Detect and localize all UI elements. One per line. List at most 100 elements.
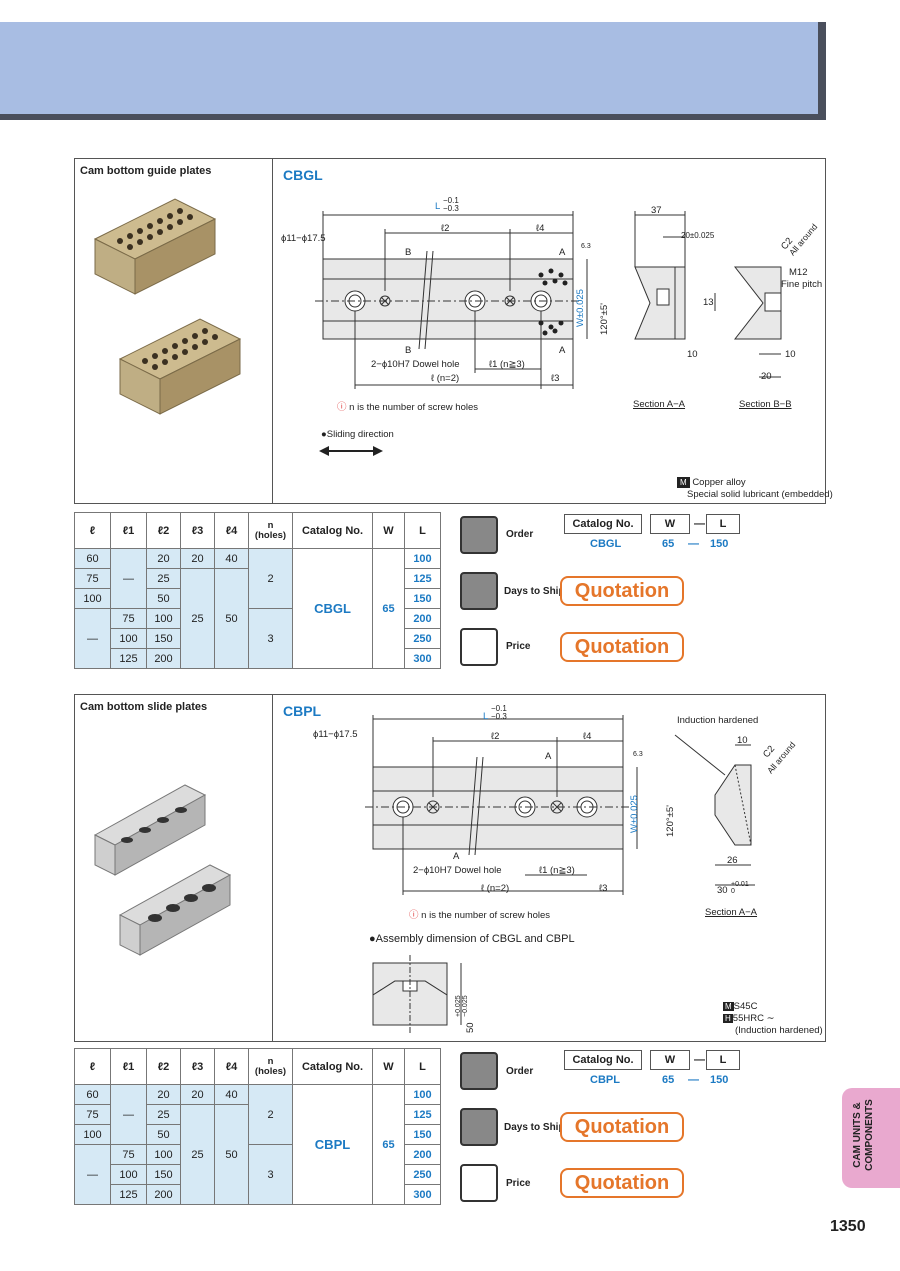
slide-w-value: 65 <box>372 1084 405 1205</box>
days-quotation[interactable]: Quotation <box>560 1112 684 1142</box>
price-icon <box>460 628 498 666</box>
th-l3: ℓ3 <box>180 1048 215 1085</box>
table-cell: 250 <box>404 1164 441 1185</box>
table-row: 60 — 20 20 40 2 CBPL 65 100 <box>74 1084 441 1205</box>
table-cell: 50 <box>146 588 181 609</box>
slide-photo-panel: Cam bottom slide plates <box>75 695 273 1041</box>
table-cell: 60 <box>74 1084 111 1105</box>
guide-w-value: 65 <box>372 548 405 669</box>
slide-l1: ℓ1 (n≧3) <box>539 865 575 876</box>
table-cell: 150 <box>146 628 181 649</box>
th-catalog: Catalog No. <box>292 512 373 549</box>
guide-dim20: 20±0.025 <box>681 231 715 240</box>
guide-A-top: A <box>559 247 566 258</box>
order-l-val: 150 <box>710 1074 729 1086</box>
th-l2: ℓ2 <box>146 512 181 549</box>
price-icon <box>460 1164 498 1202</box>
table-cell: 2 <box>248 1084 293 1145</box>
guide-sliding: ●Sliding direction <box>321 429 394 440</box>
table-row: 75 25 25 50 125 <box>74 568 441 669</box>
table-cell: 300 <box>404 1184 441 1205</box>
table-cell: 100 <box>404 1084 441 1105</box>
table-row: 100 150 250 <box>75 628 441 649</box>
table-cell: 50 <box>214 1104 249 1205</box>
info-icon: ⓘ <box>409 910 419 921</box>
guide-dim10b: 10 <box>785 349 796 360</box>
slide-assembly-text: Assembly dimension of CBGL and CBPL <box>375 933 575 945</box>
phone-icon <box>460 516 498 554</box>
table-cell: 25 <box>180 568 215 669</box>
l-hdr: L <box>706 1050 740 1070</box>
guide-n-note: ⓘ n is the number of screw holes <box>337 399 478 413</box>
th-l: ℓ <box>74 1048 111 1085</box>
guide-plate-photo <box>93 198 242 415</box>
price-quotation[interactable]: Quotation <box>560 632 684 662</box>
guide-catalog-code: CBGL <box>292 548 373 669</box>
guide-code-title: CBGL <box>283 167 323 183</box>
w-hdr: W <box>650 1050 690 1070</box>
guide-dim20b: 20 <box>761 371 772 382</box>
slide-roughness: 6.3 <box>633 751 643 758</box>
bullet-icon: ● <box>321 429 327 440</box>
slide-l4: ℓ4 <box>583 731 592 742</box>
slide-plate-section: Cam bottom slide plates CBPL <box>74 694 826 1042</box>
th-l: ℓ <box>74 512 111 549</box>
table-cell: 200 <box>404 608 441 629</box>
slide-A-top: A <box>545 751 552 762</box>
table-cell: — <box>110 1084 147 1145</box>
table-cell: 3 <box>248 608 293 669</box>
guide-m12: M12 <box>789 267 808 278</box>
order-code-guide: CBGL <box>590 538 622 550</box>
guide-B-top: B <box>405 247 412 258</box>
slide-code-title: CBPL <box>283 703 322 719</box>
th-w: W <box>372 512 405 549</box>
guide-panel-title: Cam bottom guide plates <box>80 165 212 177</box>
price-label: Price <box>506 641 531 652</box>
guide-photo-panel: Cam bottom guide plates <box>75 159 273 503</box>
days-quotation[interactable]: Quotation <box>560 576 684 606</box>
table-cell: 75 <box>110 608 147 629</box>
price-label: Price <box>506 1178 531 1189</box>
table-cell: 125 <box>404 568 441 589</box>
table-cell: 20 <box>146 1084 181 1105</box>
table-cell: 150 <box>404 588 441 609</box>
table-row: 125 200 300 <box>75 648 441 669</box>
table-cell: 125 <box>404 1104 441 1125</box>
table-row: 100 150 250 <box>75 1164 441 1185</box>
th-n: n (holes) <box>248 1048 293 1085</box>
table-cell: 25 <box>180 1104 215 1205</box>
phone-icon <box>460 1052 498 1090</box>
guide-material2: Special solid lubricant (embedded) <box>687 489 833 500</box>
info-icon: ⓘ <box>337 402 347 413</box>
slide-dim-L-tol: −0.1 −0.3 <box>491 704 507 721</box>
material-badge-icon: M <box>677 477 690 488</box>
table-cell: 100 <box>74 1124 111 1145</box>
table-cell: 75 <box>74 568 111 589</box>
slide-plate-photo <box>93 784 232 956</box>
price-quotation[interactable]: Quotation <box>560 1168 684 1198</box>
guide-secB: Section B−B <box>739 399 792 410</box>
table-cell: 40 <box>214 1084 249 1105</box>
guide-secA: Section A−A <box>633 399 686 410</box>
slide-l3: ℓ3 <box>599 883 608 894</box>
slide-l2: ℓ2 <box>491 731 500 742</box>
table-header-row: ℓ ℓ1 ℓ2 ℓ3 ℓ4 n (holes) Catalog No. W L <box>74 512 441 549</box>
table-cell: 100 <box>404 548 441 569</box>
table-cell: 20 <box>180 1084 215 1105</box>
order-label: Order <box>506 1066 534 1077</box>
slide-n-note: ⓘ n is the number of screw holes <box>409 907 550 921</box>
page-number: 1350 <box>830 1218 866 1235</box>
table-cell: 3 <box>248 1144 293 1205</box>
table-cell: 125 <box>110 648 147 669</box>
side-tab[interactable] <box>842 1088 900 1188</box>
slide-asm-tol: +0.025 −0.025 <box>455 995 469 1017</box>
th-l4: ℓ4 <box>214 1048 249 1085</box>
table-cell: — <box>74 608 111 669</box>
slide-W: W±0.025 <box>629 795 640 833</box>
slide-hard2: (Induction hardened) <box>735 1025 823 1036</box>
guide-angle: 120°±5' <box>599 303 610 335</box>
order-l-val: 150 <box>710 538 729 550</box>
l-hdr: L <box>706 514 740 534</box>
table-cell: 250 <box>404 628 441 649</box>
